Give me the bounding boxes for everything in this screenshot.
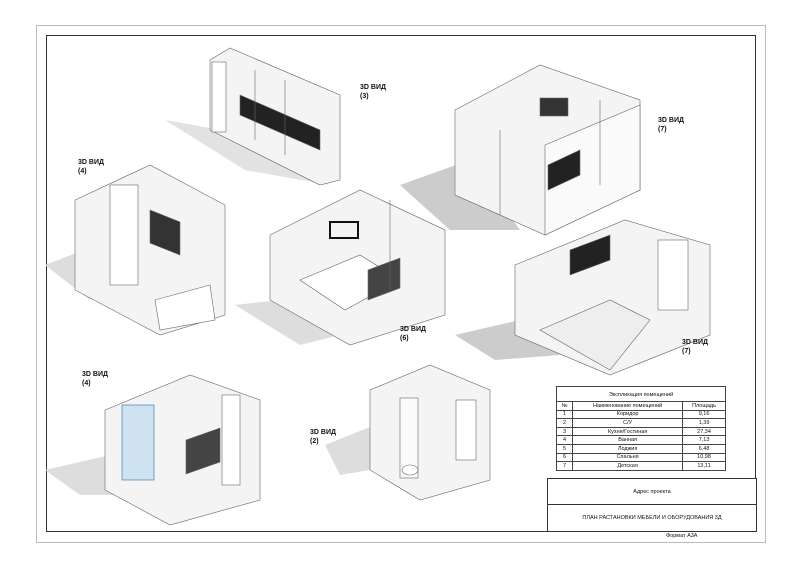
header-name: Наименование помещений (572, 401, 684, 411)
title-block: Адрес проекта ПЛАН РАСТАНОВКИ МЕБЕЛИ И О… (547, 478, 757, 532)
cell-room: Спальня (572, 452, 684, 463)
header-num: № (555, 401, 574, 411)
view-4-bath-top (45, 164, 226, 336)
cell-num: 1 (555, 409, 574, 420)
cell-area: 13,11 (682, 461, 726, 471)
cell-num: 3 (555, 426, 574, 437)
cell-room: Лоджия (572, 443, 684, 454)
table-title: Экспликация помещений (556, 386, 726, 401)
cell-room: Детская (572, 461, 684, 471)
cell-area: 1,39 (682, 418, 726, 428)
cell-num: 4 (555, 435, 574, 445)
cell-area: 10,98 (682, 452, 726, 463)
view-label-7-bottom: 3D ВИД(7) (682, 339, 708, 355)
view-7-top (400, 64, 641, 236)
view-label-4-top: 3D ВИД(4) (78, 159, 104, 175)
drawing-sheet (36, 25, 766, 543)
sheet-title: ПЛАН РАСТАНОВКИ МЕБЕЛИ И ОБОРУДОВАНИЯ 3Д (548, 504, 756, 530)
view-4-bath-bottom (45, 374, 261, 526)
drawing-frame (46, 35, 756, 532)
view-3-kitchen (165, 47, 341, 186)
view-7-bottom (455, 219, 711, 376)
cell-num: 5 (555, 443, 574, 454)
view-label-2: 3D ВИД(2) (310, 429, 336, 445)
header-area: Площадь (682, 401, 726, 411)
room-explication-table: Экспликация помещений № Наименование пом… (555, 386, 726, 471)
sheet-format: Формат А3А (666, 533, 698, 539)
cell-room: Коридор (572, 409, 684, 420)
cell-area: 7,13 (682, 435, 726, 445)
cell-area: 6,48 (682, 443, 726, 454)
cell-num: 6 (555, 452, 574, 463)
view-6-bedroom (235, 189, 446, 346)
view-label-4-bottom: 3D ВИД(4) (82, 371, 108, 387)
view-label-3: 3D ВИД(3) (360, 84, 386, 100)
cell-room: Кухня/Гостиная (572, 426, 684, 437)
cell-num: 2 (555, 418, 574, 428)
cell-room: С/У (572, 418, 684, 428)
cell-num: 7 (555, 461, 574, 471)
view-label-6: 3D ВИД(6) (400, 326, 426, 342)
view-label-7-top: 3D ВИД(7) (658, 117, 684, 133)
project-address: Адрес проекта (633, 488, 671, 495)
cell-area: 27,34 (682, 426, 726, 437)
view-2-wc (325, 364, 491, 501)
cell-area: 9,16 (682, 409, 726, 420)
table-header: № Наименование помещений Площадь (555, 401, 726, 411)
cell-room: Ванная (572, 435, 684, 445)
